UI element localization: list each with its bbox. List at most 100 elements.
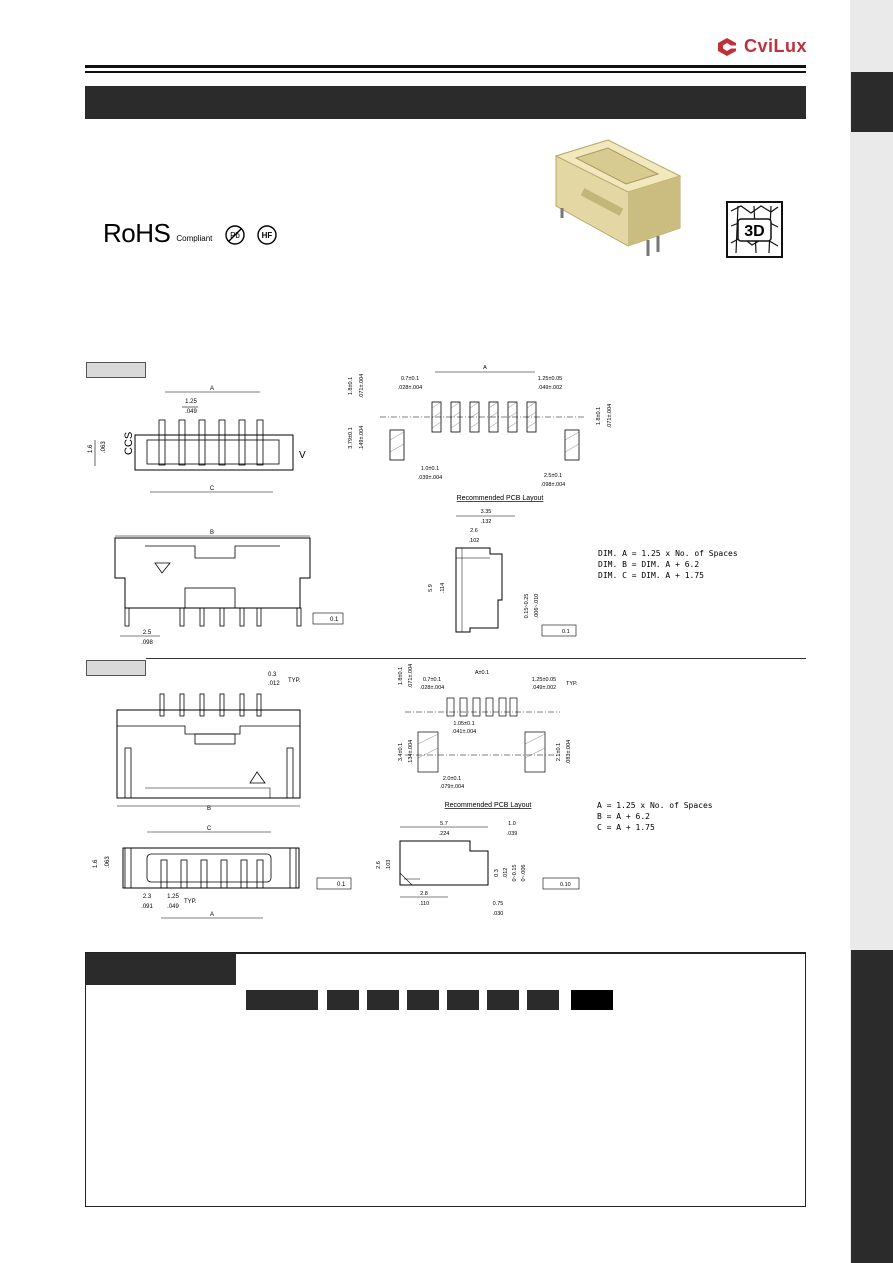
part-number-segment [527,990,559,1010]
top-side-dim-b: B [210,530,214,536]
pcb-bottom-d125i: .049±.002 [532,685,556,691]
ordering-info-top-line [236,953,806,954]
pcb-bottom-d07i: .028±.004 [420,685,444,691]
top-front-view-drawing: A 1.25 .049 CCS V 1.6 .063 C [88,386,306,493]
pcb-bottom-d20: 2.0±0.1 [443,776,461,782]
pcb-top-d132: .132 [481,519,492,525]
pcb-bottom-d125: 1.25±0.05 [532,677,556,683]
top-side-dim-25: 2.5 [143,630,152,636]
part-number-segment [447,990,479,1010]
part-number-segment-suffix [571,990,613,1010]
side-index-tab-top [851,72,893,132]
pcb-bottom-title: Recommended PCB Layout [445,802,532,809]
pcb-top-d10: 1.0±0.1 [421,466,439,472]
top-marking-ccs: CCS [123,432,135,455]
pcb-bottom-d015: 0~0.15 [512,865,518,882]
pcb-top-d18ri: .071±.004 [607,404,613,428]
section-divider [146,658,806,659]
pcb-top-flatness: 0.1 [562,629,570,635]
pcb-bottom-d039: .039 [507,831,518,837]
section-label-box-bottom [86,660,146,676]
top-dimension-notes: DIM. A = 1.25 x No. of Spaces DIM. B = D… [598,548,738,581]
pcb-top-d25: 2.5±0.1 [544,473,562,479]
pcb-top-d10i: .039±.004 [418,475,442,481]
pcb-top-d015: 0.15~0.25 [524,594,530,619]
pcb-top-d25i: .098±.004 [541,482,565,488]
pcb-bottom-flatness: 0.10 [560,882,571,888]
pcb-top-d379: 3.79±0.1 [348,427,354,448]
bottom-d125: 1.25 [167,894,179,900]
header-rule-thick [85,65,806,68]
side-index-tab-bottom [851,950,893,1263]
top-note-line: DIM. B = DIM. A + 6.2 [598,560,700,569]
top-pcb-layout-drawing: A 0.7±0.1 .028±.004 1.25±0.05 .049±.002 … [348,365,613,488]
pcb-top-d114: .114 [440,583,446,593]
top-note-line: DIM. A = 1.25 x No. of Spaces [598,549,738,558]
bottom-d091: .091 [141,904,153,910]
bottom-recommended-pcb-drawing: Recommended PCB Layout 5.7 .224 1.0 .039… [376,802,580,917]
pcb-bottom-d18: 1.8±0.1 [398,667,404,685]
ordering-info-tab [86,953,236,985]
bottom-d049: .049 [167,904,179,910]
pcb-bottom-d103: .103 [386,860,392,871]
pcb-top-d18r: 1.8±0.1 [596,407,602,425]
top-dim-125: 1.25 [185,399,197,405]
top-side-view-drawing: B 2.5 .098 0.1 [114,530,344,646]
bottom-dimension-notes: A = 1.25 x No. of Spaces B = A + 6.2 C =… [597,800,713,833]
pcb-top-d26: 2.6 [470,528,478,534]
pcb-bottom-typ: TYP. [566,681,578,687]
part-number-segment [327,990,359,1010]
bottom-d23: 2.3 [143,894,152,900]
brand-name: CviLux [744,36,808,56]
bottom-dim-b: B [207,806,211,812]
pcb-bottom-d28: 2.8 [420,891,428,897]
pcb-bottom-d105i: .041±.004 [452,729,476,735]
pcb-bottom-d21: 2.1±0.1 [556,743,562,761]
top-recommended-pcb-drawing: Recommended PCB Layout 3.35 .132 2.6 .10… [428,495,577,637]
bottom-dim-c: C [207,826,212,832]
bottom-pcb-layout-drawing: 1.8±0.1 .071±.004 0.7±0.1 .028±.004 A±0.… [398,664,578,790]
pcb-top-d07: 0.7±0.1 [401,376,419,382]
halogen-free-icon: HF [257,225,278,245]
pcb-bottom-d224: .224 [439,831,450,837]
pcb-top-label-a: A [483,365,487,371]
pcb-bottom-d030: .030 [493,911,504,917]
bottom-front-view-drawing: C 1.6 .063 2.3 .091 1.25 .049 TYP. A 0.1 [93,826,352,919]
3d-badge-label: 3D [744,223,764,240]
pcb-top-d006: .006~.010 [534,594,540,619]
rohs-compliant-label: Compliant [176,234,213,243]
bottom-typ: TYP. [288,678,301,684]
pcb-top-title: Recommended PCB Layout [457,495,544,502]
bottom-d063: .063 [105,856,111,868]
part-number-segment [407,990,439,1010]
bottom-typ2: TYP. [184,899,197,905]
pcb-top-d379i: .149±.004 [359,426,365,450]
pcb-bottom-d34i: .134±.004 [408,740,414,764]
pcb-bottom-d10: 1.0 [508,821,516,827]
top-note-line: DIM. C = DIM. A + 1.75 [598,571,704,580]
title-bar [85,86,806,119]
compliance-marks: RoHS Compliant Pb HF [103,220,278,246]
bottom-side-view-drawing: 0.3 .012 TYP. B [116,672,301,812]
cvilux-logo-icon [718,37,737,56]
section-label-box-top [86,362,146,378]
pcb-bottom-d26: 2.6 [376,861,382,869]
pcb-bottom-d07: 0.7±0.1 [423,677,441,683]
bottom-note-line: C = A + 1.75 [597,823,655,832]
pcb-bottom-d20i: .079±.004 [440,784,464,790]
top-side-dim-098: .098 [141,640,153,646]
pcb-top-d18i: .071±.004 [359,374,365,398]
bottom-flatness: 0.1 [337,882,346,888]
bottom-note-line: B = A + 6.2 [597,812,650,821]
bottom-d03: 0.3 [268,672,277,678]
top-dim-16: 1.6 [88,444,94,453]
3d-model-icon[interactable]: 3D [726,201,783,258]
top-side-flatness: 0.1 [330,617,339,623]
pcb-bottom-d075: 0.75 [493,901,504,907]
pcb-bottom-d34: 3.4±0.1 [398,743,404,761]
bottom-d012: .012 [268,681,280,687]
pcb-bottom-da: A±0.1 [475,670,489,676]
part-number-segment [246,990,318,1010]
pcb-top-d18: 1.8±0.1 [348,377,354,395]
pcb-top-d59: 5.9 [428,584,434,592]
